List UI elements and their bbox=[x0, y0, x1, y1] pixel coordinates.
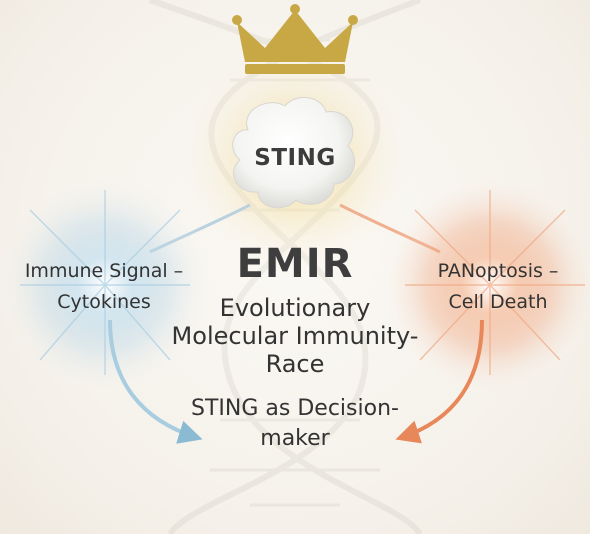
crown-icon bbox=[232, 4, 358, 74]
panoptosis-label: PANoptosis – Cell Death bbox=[437, 260, 559, 313]
decision-maker-label: STING as Decision-maker bbox=[191, 396, 399, 451]
diagram-title: EMIR bbox=[236, 241, 354, 287]
left-arrow-to-decision bbox=[108, 319, 203, 444]
right-arrow-to-decision bbox=[395, 319, 484, 444]
diagram-subtitle: Evolutionary Molecular Immunity-Race bbox=[171, 294, 419, 378]
right-burst bbox=[380, 175, 590, 395]
sting-cloud-shape bbox=[232, 97, 355, 209]
left-burst bbox=[0, 175, 215, 395]
immune-signal-label: Immune Signal – Cytokines bbox=[24, 260, 184, 313]
sting-label: STING bbox=[254, 145, 336, 171]
